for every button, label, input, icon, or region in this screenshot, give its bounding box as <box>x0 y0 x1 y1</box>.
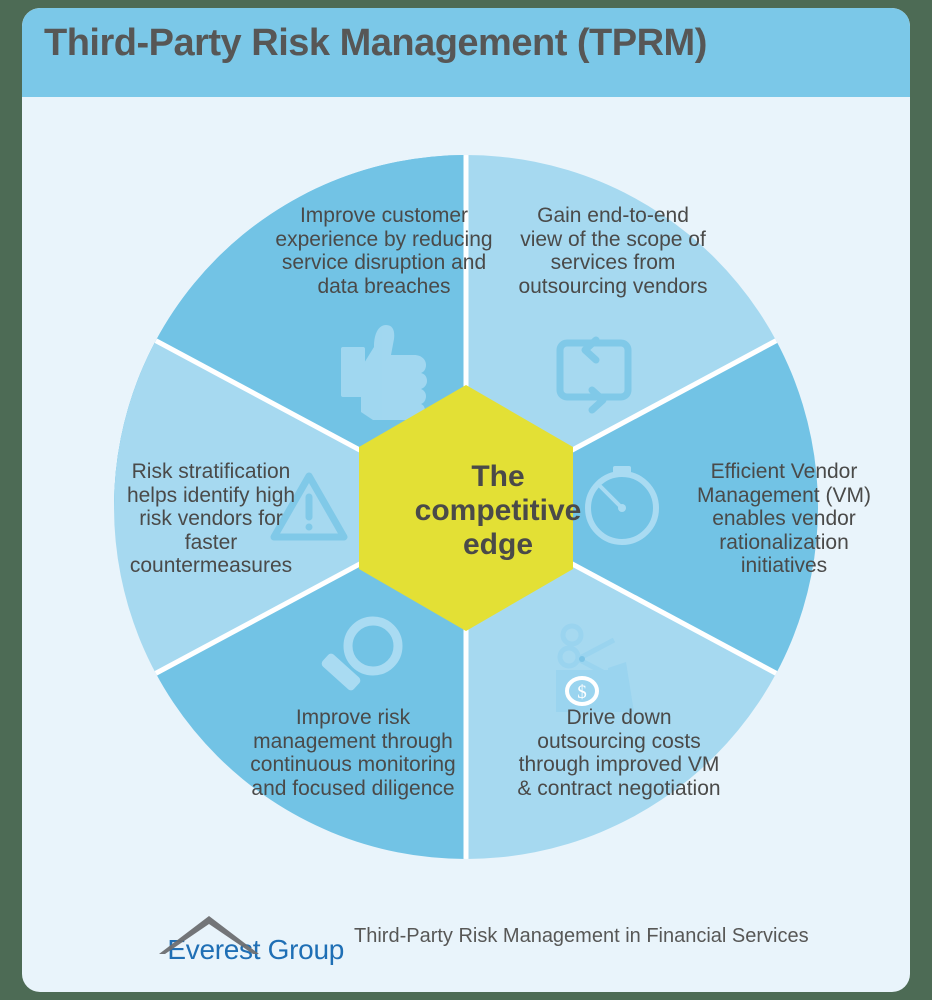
magnifying-glass-icon <box>321 616 403 691</box>
segment-shape-top-left[interactable] <box>80 80 466 507</box>
segment-shape-right[interactable] <box>466 300 852 714</box>
segment-label-efficient-vendor-management: Efficient Vendor Management (VM) enables… <box>697 460 871 577</box>
mountain-peak-icon <box>159 916 260 954</box>
segment-improve-customer-experience[interactable] <box>114 100 466 507</box>
segment-label-gain-end-to-end-view: Gain end-to-end view of the scope of ser… <box>518 204 708 298</box>
center-hexagon-label: The competitive edge <box>414 460 582 561</box>
segment-label-risk-stratification: Risk stratification helps identify high … <box>126 460 296 577</box>
center-hexagon[interactable] <box>359 385 573 631</box>
everest-group-logo-text: Everest Group <box>167 934 344 965</box>
thumbs-up-icon <box>341 325 427 420</box>
segment-shape-top-right[interactable] <box>466 80 852 507</box>
segment-label-improve-customer-experience: Improve customer experience by reducing … <box>275 204 493 298</box>
segment-shape-bottom-right[interactable] <box>466 507 852 940</box>
segment-label-drive-down-outsourcing-costs: Drive down outsourcing costs through imp… <box>517 706 721 800</box>
footer: Everest Group Third-Party Risk Managemen… <box>22 904 910 974</box>
page-title: Third-Party Risk Management (TPRM) <box>44 22 707 64</box>
header-band: Third-Party Risk Management (TPRM) <box>22 8 910 97</box>
segment-shape-left[interactable] <box>80 300 466 714</box>
svg-text:$: $ <box>577 682 587 703</box>
segment-dividers <box>114 155 818 859</box>
stopwatch-icon <box>585 466 659 545</box>
everest-group-logo: Everest Group <box>159 910 344 968</box>
repeat-cycle-icon <box>556 336 632 414</box>
footer-caption: Third-Party Risk Management in Financial… <box>354 925 809 947</box>
segment-label-improve-risk-management: Improve risk management through continuo… <box>250 706 456 800</box>
infographic-card: Third-Party Risk Management (TPRM) <box>22 8 910 992</box>
segment-shape-bottom-left[interactable] <box>80 507 466 940</box>
hexagon-wheel-diagram: $ <box>80 80 852 940</box>
scissors-cutting-money-icon: $ <box>556 623 634 712</box>
warning-triangle-icon <box>270 472 348 541</box>
